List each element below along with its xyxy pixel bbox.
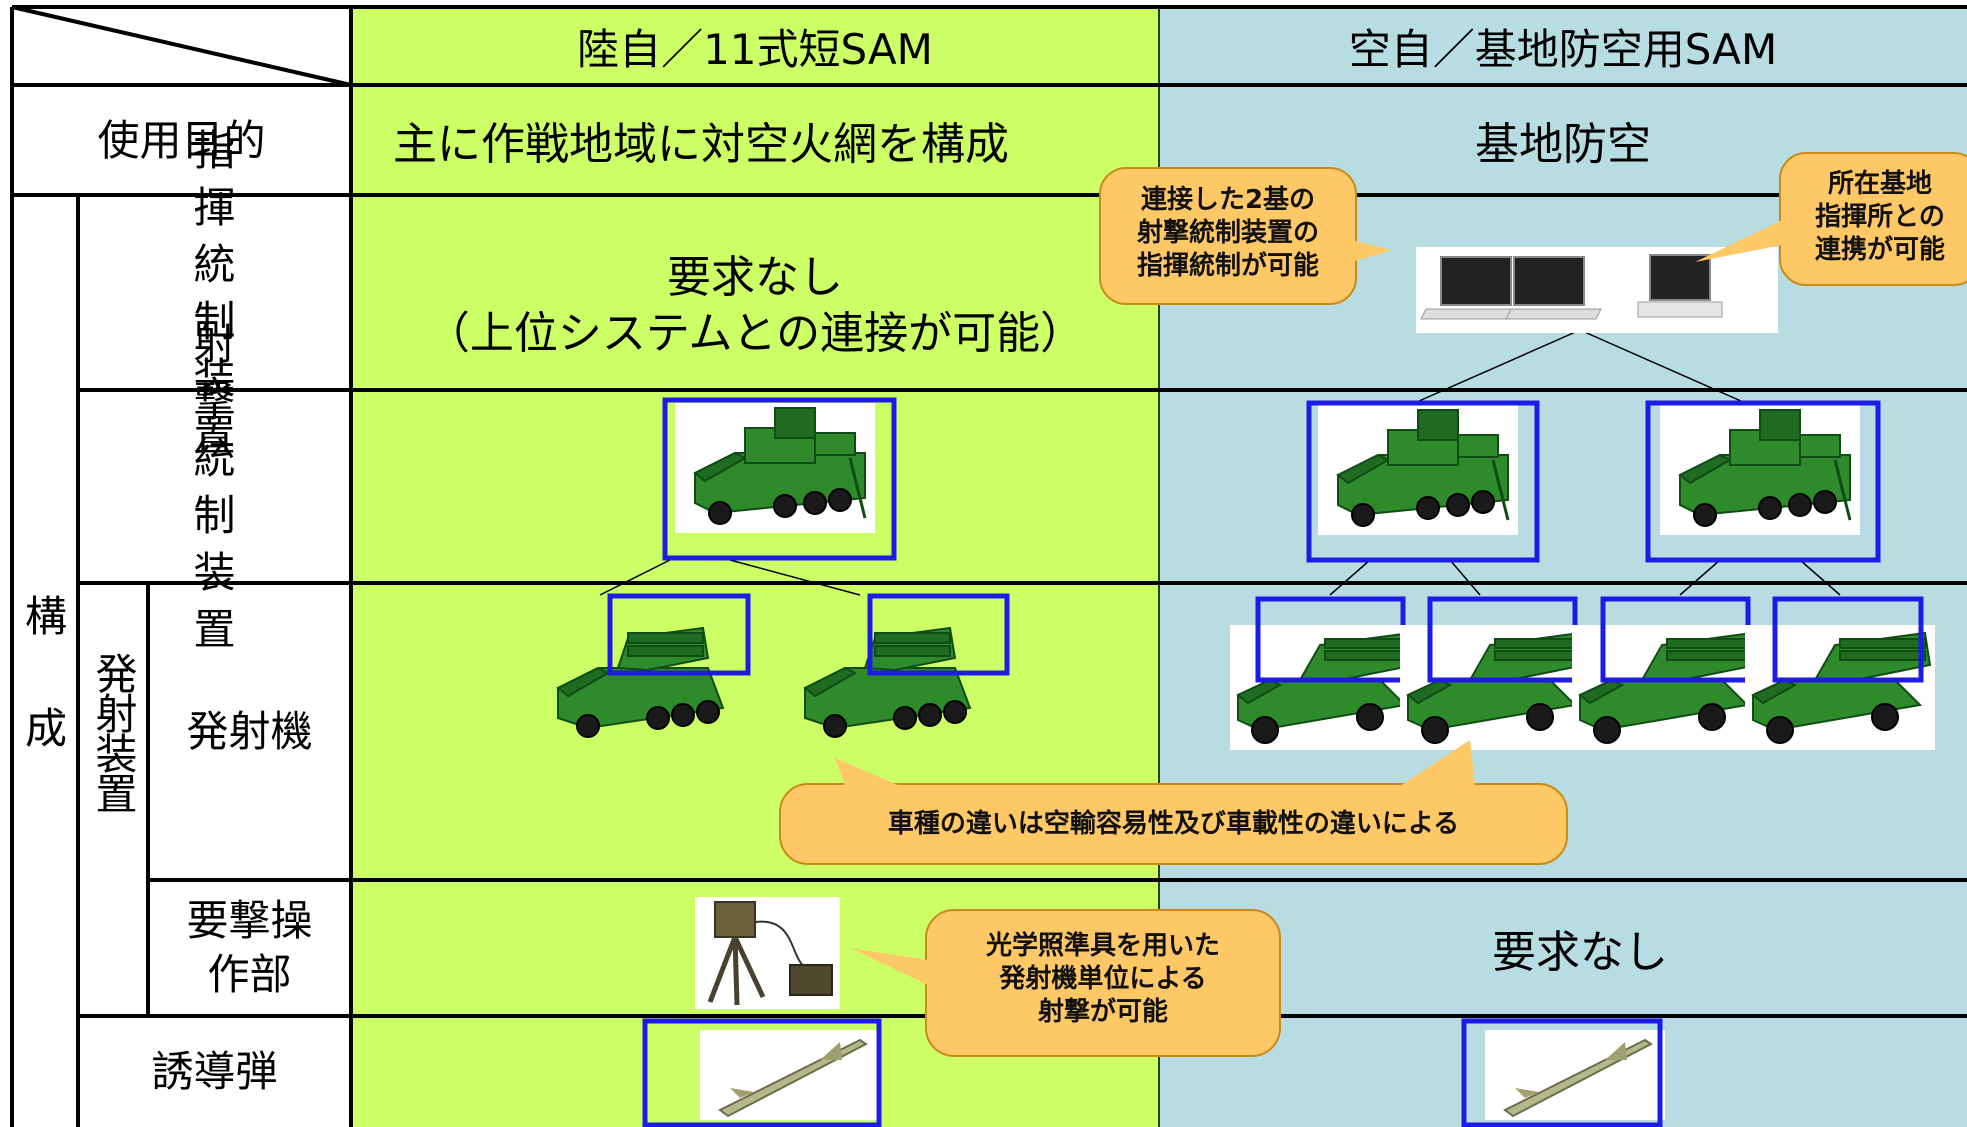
asdf-intercept: 要求なし [1492, 927, 1668, 978]
callout-base-hq-line2: 指揮所との [1815, 202, 1945, 232]
fire-control-label-text: 射撃統制装置 [193, 319, 236, 654]
callout-vehicle-diff-bubble [779, 783, 1568, 865]
gsdf-launcher-image-1 [557, 627, 724, 738]
gsdf-fire-control-image [673, 401, 877, 535]
computer-terminals-image [1416, 247, 1778, 333]
asdf-fire-control-highlight-1 [1306, 400, 1540, 563]
launcher-group-label-text: 発射装置 [89, 651, 138, 812]
asdf-missile-highlight [1461, 1018, 1663, 1127]
callout-optical-line3: 射撃が可能 [1037, 997, 1168, 1027]
gsdf-command: 要求なし （上位システムとの連接が可能） [351, 250, 1159, 362]
gsdf-fire-control-highlight [662, 397, 897, 561]
row-label-command: 指揮統制装置 [78, 126, 351, 460]
callout-link-fcs-bubble [1099, 167, 1357, 305]
row-label-composition-top: 構 [24, 592, 67, 641]
callout-link-fcs-line2: 射撃統制装置の [1136, 218, 1319, 248]
gsdf-missile-image [699, 1029, 881, 1121]
row-label-launcher-group: 発射装置 [78, 583, 148, 880]
row-label-composition-bottom: 成 [24, 704, 67, 753]
gsdf-missile-highlight [642, 1018, 882, 1127]
command-label-text: 指揮統制装置 [193, 125, 236, 460]
callout-base-hq-bubble [1779, 152, 1967, 286]
callout-base-hq: 所在基地 指揮所との 連携が可能 [1780, 168, 1967, 267]
asdf-fire-control-image-2 [1658, 403, 1862, 537]
gsdf-launcher-highlight-1 [607, 593, 751, 676]
callout-optical-line1: 光学照準具を用いた [985, 931, 1220, 961]
callout-vehicle-diff: 車種の違いは空輸容易性及び車載性の違いによる [887, 809, 1460, 839]
connection-lines [599, 329, 1841, 596]
asdf-launcher-highlight-4 [1772, 596, 1924, 683]
callout-link-fcs: 連接した2基の 射撃統制装置の 指揮統制が可能 [1100, 184, 1356, 283]
row-label-launcher: 発射機 [186, 707, 313, 756]
row-label-intercept: 要撃操作部 [148, 880, 351, 1016]
gsdf-command-line1: 要求なし [667, 252, 843, 303]
callout-optical-line2: 発射機単位による [999, 964, 1207, 994]
header-asdf: 空自／基地防空用SAM [1348, 24, 1778, 74]
gsdf-purpose: 主に作戦地域に対空火網を構成 [393, 119, 1009, 170]
callout-base-hq-line3: 連携が可能 [1814, 235, 1945, 265]
row-label-fire-control: 射撃統制装置 [78, 320, 351, 654]
callout-base-hq-line1: 所在基地 [1827, 169, 1932, 199]
callout-link-fcs-line3: 指揮統制が可能 [1136, 251, 1319, 281]
callout-link-fcs-line1: 連接した2基の [1140, 185, 1316, 215]
asdf-purpose: 基地防空 [1475, 119, 1651, 170]
optical-sight-image [695, 897, 840, 1009]
asdf-fire-control-image-1 [1316, 403, 1520, 537]
intercept-label-text: 要撃操作部 [186, 896, 313, 999]
callout-optical: 光学照準具を用いた 発射機単位による 射撃が可能 [926, 930, 1280, 1029]
gsdf-launcher-highlight-2 [867, 593, 1010, 676]
gsdf-command-line2: （上位システムとの連接が可能） [425, 308, 1085, 359]
asdf-missile-image [1484, 1029, 1666, 1121]
header-diagonal [11, 5, 352, 87]
header-gsdf: 陸自／11式短SAM [577, 24, 933, 74]
asdf-fire-control-highlight-2 [1645, 400, 1881, 563]
row-label-missile: 誘導弾 [151, 1047, 278, 1096]
row-label-purpose: 使用目的 [97, 115, 266, 165]
gsdf-launcher-image-2 [804, 627, 971, 738]
